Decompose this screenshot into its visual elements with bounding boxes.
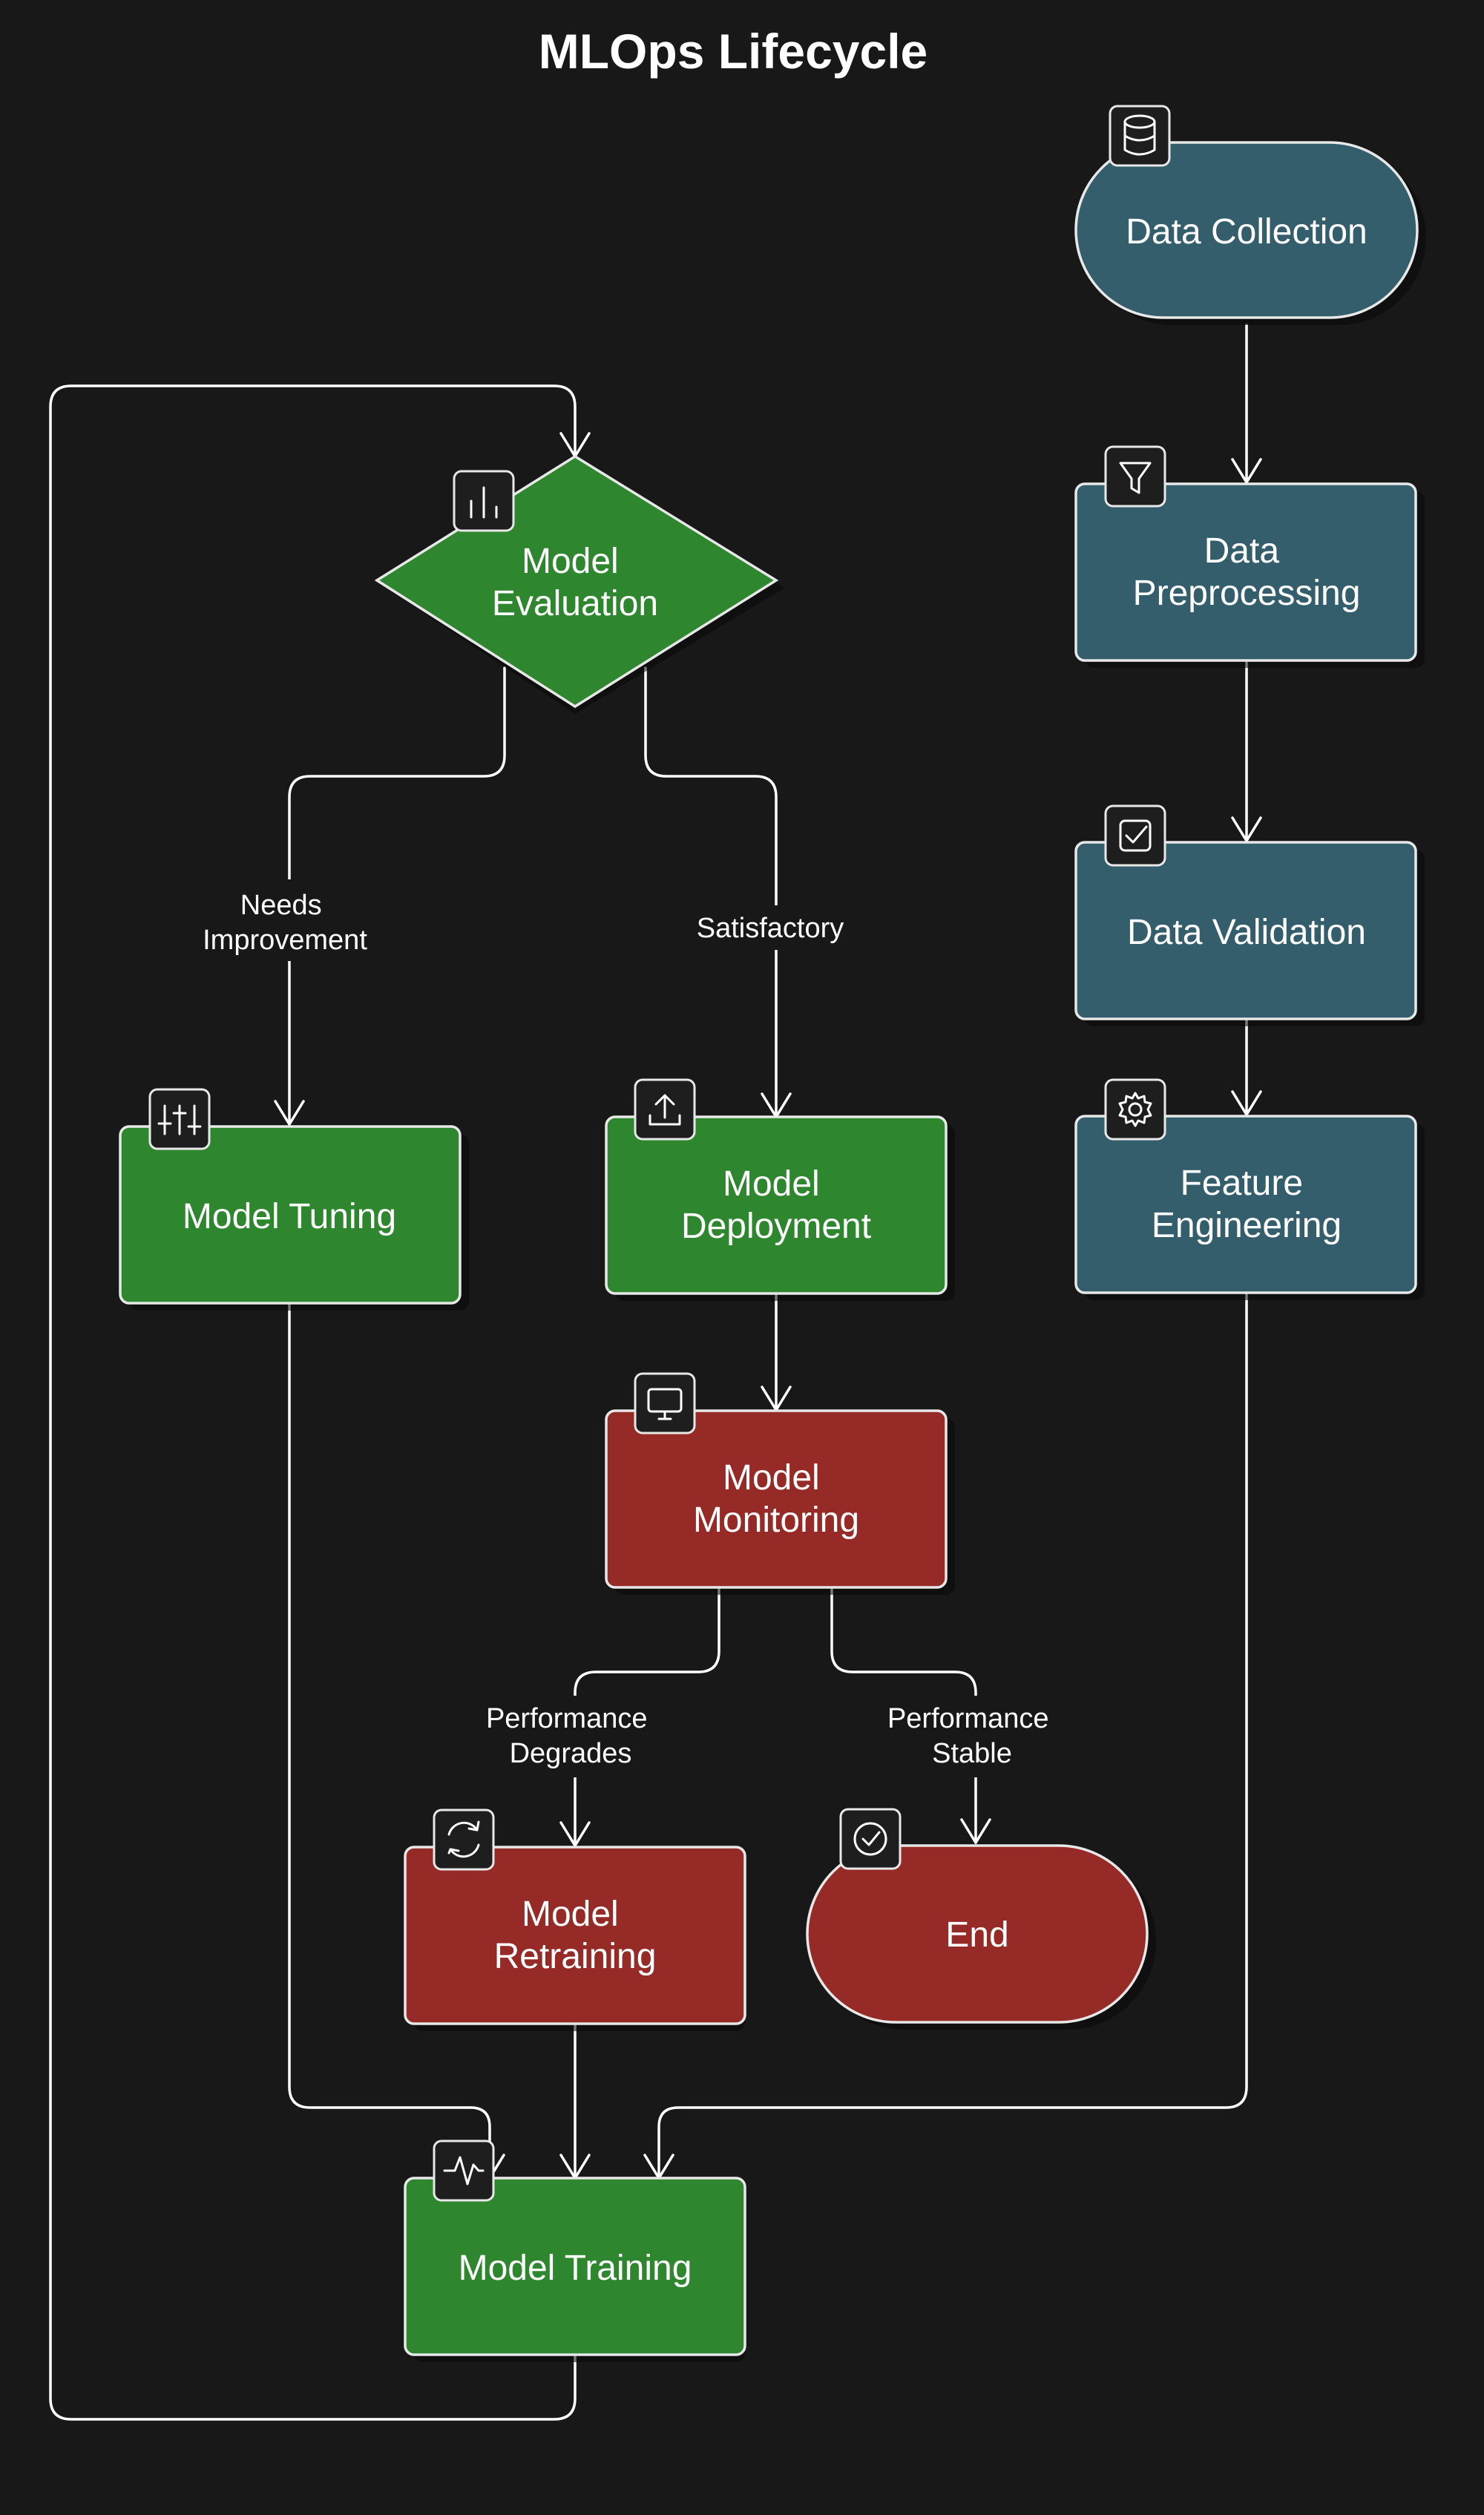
edge-label-satisfactory: Satisfactory xyxy=(679,905,873,950)
node-label: Model Monitoring xyxy=(693,1458,859,1540)
node-label: Data Preprocessing xyxy=(1133,531,1361,613)
node-model-tuning[interactable]: Model Tuning xyxy=(119,1088,469,1311)
node-label: Feature Engineering xyxy=(1152,1164,1342,1245)
checkbox-icon xyxy=(1104,804,1166,867)
node-label: Model Evaluation xyxy=(492,542,658,623)
edge-monitoring-to-retraining xyxy=(574,1587,720,1847)
check-circle-icon xyxy=(839,1808,902,1870)
edge-evaluation-to-deployment xyxy=(644,666,778,1118)
node-label: Model Deployment xyxy=(681,1164,871,1246)
node-model-retraining[interactable]: Model Retraining xyxy=(404,1809,746,2031)
edge-label-performance-degrades: Performance Degrades xyxy=(467,1696,674,1777)
node-label: Data Validation xyxy=(1127,913,1366,952)
node-label: Model Retraining xyxy=(494,1895,657,1976)
node-model-deployment[interactable]: Model Deployment xyxy=(605,1078,955,1301)
node-data-preprocessing[interactable]: Data Preprocessing xyxy=(1074,445,1425,668)
node-feature-engineering[interactable]: Feature Engineering xyxy=(1074,1078,1425,1300)
edge-label-performance-stable: Performance Stable xyxy=(868,1696,1076,1777)
edge-monitoring-to-end xyxy=(830,1587,977,1844)
monitor-icon xyxy=(634,1372,696,1434)
svg-text:Performance Degrades: Performance Degrades xyxy=(486,1703,655,1769)
refresh-icon xyxy=(433,1809,495,1871)
gear-icon xyxy=(1104,1078,1166,1141)
edge-feature-to-training xyxy=(657,1291,1248,2180)
node-data-validation[interactable]: Data Validation xyxy=(1074,804,1425,1026)
svg-text:Performance Stable: Performance Stable xyxy=(887,1703,1057,1769)
edge-evaluation-to-tuning xyxy=(288,666,506,1126)
node-end[interactable]: End xyxy=(806,1808,1156,2030)
database-icon xyxy=(1109,105,1171,167)
node-model-training[interactable]: Model Training xyxy=(404,2139,746,2362)
bar-chart-icon xyxy=(453,470,515,532)
edge-training-to-evaluation xyxy=(49,384,577,2421)
node-label: Data Collection xyxy=(1126,212,1368,252)
upload-icon xyxy=(634,1078,696,1141)
node-data-collection[interactable]: Data Collection xyxy=(1074,105,1426,325)
node-label: Model Tuning xyxy=(183,1197,396,1236)
activity-icon xyxy=(433,2139,495,2202)
diagram-title: MLOps Lifecycle xyxy=(539,24,928,79)
node-label: Model Training xyxy=(459,2249,692,2288)
node-model-monitoring[interactable]: Model Monitoring xyxy=(605,1372,955,1595)
edge-tuning-to-training xyxy=(288,1303,491,2180)
edge-label-needs-improvement: Needs Improvement xyxy=(186,879,386,961)
sliders-icon xyxy=(148,1088,211,1150)
node-model-evaluation[interactable]: Model Evaluation xyxy=(374,454,785,714)
filter-icon xyxy=(1104,445,1166,508)
svg-text:Satisfactory: Satisfactory xyxy=(697,913,844,944)
node-label: End xyxy=(945,1915,1008,1955)
svg-text:Needs Improvement: Needs Improvement xyxy=(203,890,367,956)
edges xyxy=(49,324,1262,2421)
